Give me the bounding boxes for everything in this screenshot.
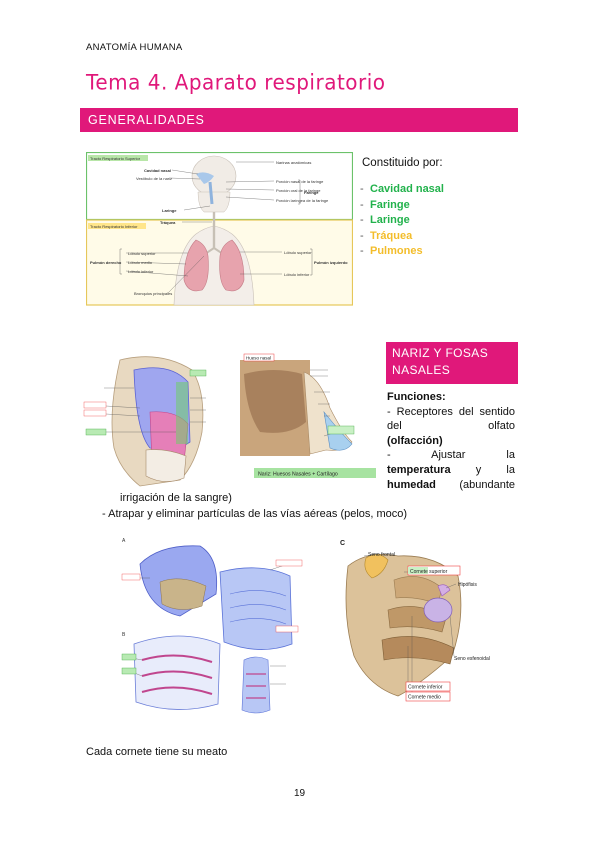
svg-text:Laringe: Laringe <box>162 208 177 213</box>
svg-text:Seno esfenoidal: Seno esfenoidal <box>454 656 490 662</box>
svg-text:Lóbulo inferior: Lóbulo inferior <box>128 269 154 274</box>
svg-text:Seno frontal: Seno frontal <box>368 552 395 558</box>
svg-text:Pulmón izquierdo: Pulmón izquierdo <box>314 260 348 265</box>
funcion-ajustar: - Ajustar la <box>387 449 515 462</box>
organ-item-faringe: Faringe <box>360 198 444 214</box>
nasal-conchae-schematic: A B <box>120 534 310 720</box>
svg-text:Porción nasal de la faringe: Porción nasal de la faringe <box>276 179 324 184</box>
organ-item-traquea: Tráquea <box>360 229 444 245</box>
svg-text:Lóbulo superior: Lóbulo superior <box>128 251 156 256</box>
funcion-atrapar: - Atrapar y eliminar partículas de las v… <box>102 508 408 520</box>
svg-text:Cavidad nasal: Cavidad nasal <box>144 168 171 173</box>
svg-text:Tracto Respiratorio Superior: Tracto Respiratorio Superior <box>90 156 141 161</box>
svg-text:Lóbulo medio: Lóbulo medio <box>128 260 153 265</box>
sagittal-nasal-figure: C Seno frontal Hipófisis Seno esfenoidal… <box>338 536 510 710</box>
svg-text:Tracto Respiratorio Inferior: Tracto Respiratorio Inferior <box>90 224 138 229</box>
svg-text:Hipófisis: Hipófisis <box>458 582 477 588</box>
running-header: ANATOMÍA HUMANA <box>86 42 183 53</box>
svg-text:Lóbulo inferior: Lóbulo inferior <box>284 272 310 277</box>
cornete-note: Cada cornete tiene su meato <box>86 746 228 758</box>
panel-a-label: A <box>122 538 126 544</box>
svg-text:Pulmón derecho: Pulmón derecho <box>90 260 122 265</box>
organ-item-cavidad-nasal: Cavidad nasal <box>360 182 444 198</box>
organ-item-pulmones: Pulmones <box>360 244 444 260</box>
upper-tract-tag <box>88 155 148 161</box>
funcion-olfato: - Receptores del sentido del olfato <box>387 405 515 433</box>
lower-tract-tag <box>88 223 146 229</box>
funciones-block: Funciones: - Receptores del sentido del … <box>387 390 515 492</box>
intro-label: Constituido por: <box>362 157 443 169</box>
svg-text:Vestíbulo de la nariz: Vestíbulo de la nariz <box>136 176 172 181</box>
svg-text:Hueso nasal: Hueso nasal <box>246 356 271 361</box>
svg-text:Lóbulo superior: Lóbulo superior <box>284 250 312 255</box>
skull-nasal-figure <box>80 352 230 490</box>
chapter-title: Tema 4. Aparato respiratorio <box>86 69 386 95</box>
organ-item-laringe: Laringe <box>360 213 444 229</box>
svg-text:Faringe: Faringe <box>304 190 319 195</box>
svg-text:Cornete superior: Cornete superior <box>410 569 448 575</box>
funciones-title: Funciones: <box>387 391 446 403</box>
nariz-heading: NARIZ Y FOSAS NASALES <box>386 342 518 384</box>
svg-text:Cornete medio: Cornete medio <box>408 695 441 701</box>
svg-text:Porción oral de la faringe: Porción oral de la faringe <box>276 188 321 193</box>
funcion-temperatura: temperatura y la <box>387 463 515 476</box>
svg-text:Bronquios principales: Bronquios principales <box>134 291 172 296</box>
svg-text:Narinas anatómicas: Narinas anatómicas <box>276 160 311 165</box>
funcion-continuation: irrigación de la sangre) <box>120 492 232 504</box>
svg-text:Tráquea: Tráquea <box>160 220 176 225</box>
svg-text:C: C <box>340 540 345 547</box>
page-number: 19 <box>293 788 306 799</box>
respiratory-tract-figure: Tracto Respiratorio Superior Tracto Resp… <box>86 152 353 306</box>
panel-b-label: B <box>122 632 126 638</box>
svg-text:Nariz: Huesos Nasales + Cartíl: Nariz: Huesos Nasales + Cartílago <box>258 472 338 478</box>
svg-text:Cornete inferior: Cornete inferior <box>408 685 443 691</box>
nasal-cartilage-figure: Hueso nasal Nariz: Huesos Nasales + Cart… <box>240 352 380 482</box>
svg-text:Porción laríngea de la faringe: Porción laríngea de la faringe <box>276 198 329 203</box>
section-heading: GENERALIDADES <box>80 108 518 132</box>
organ-list: Cavidad nasal Faringe Laringe Tráquea Pu… <box>360 182 444 260</box>
funcion-olfato-term: (olfacción) <box>387 434 443 447</box>
funcion-humedad: humedad (abundante <box>387 478 515 491</box>
